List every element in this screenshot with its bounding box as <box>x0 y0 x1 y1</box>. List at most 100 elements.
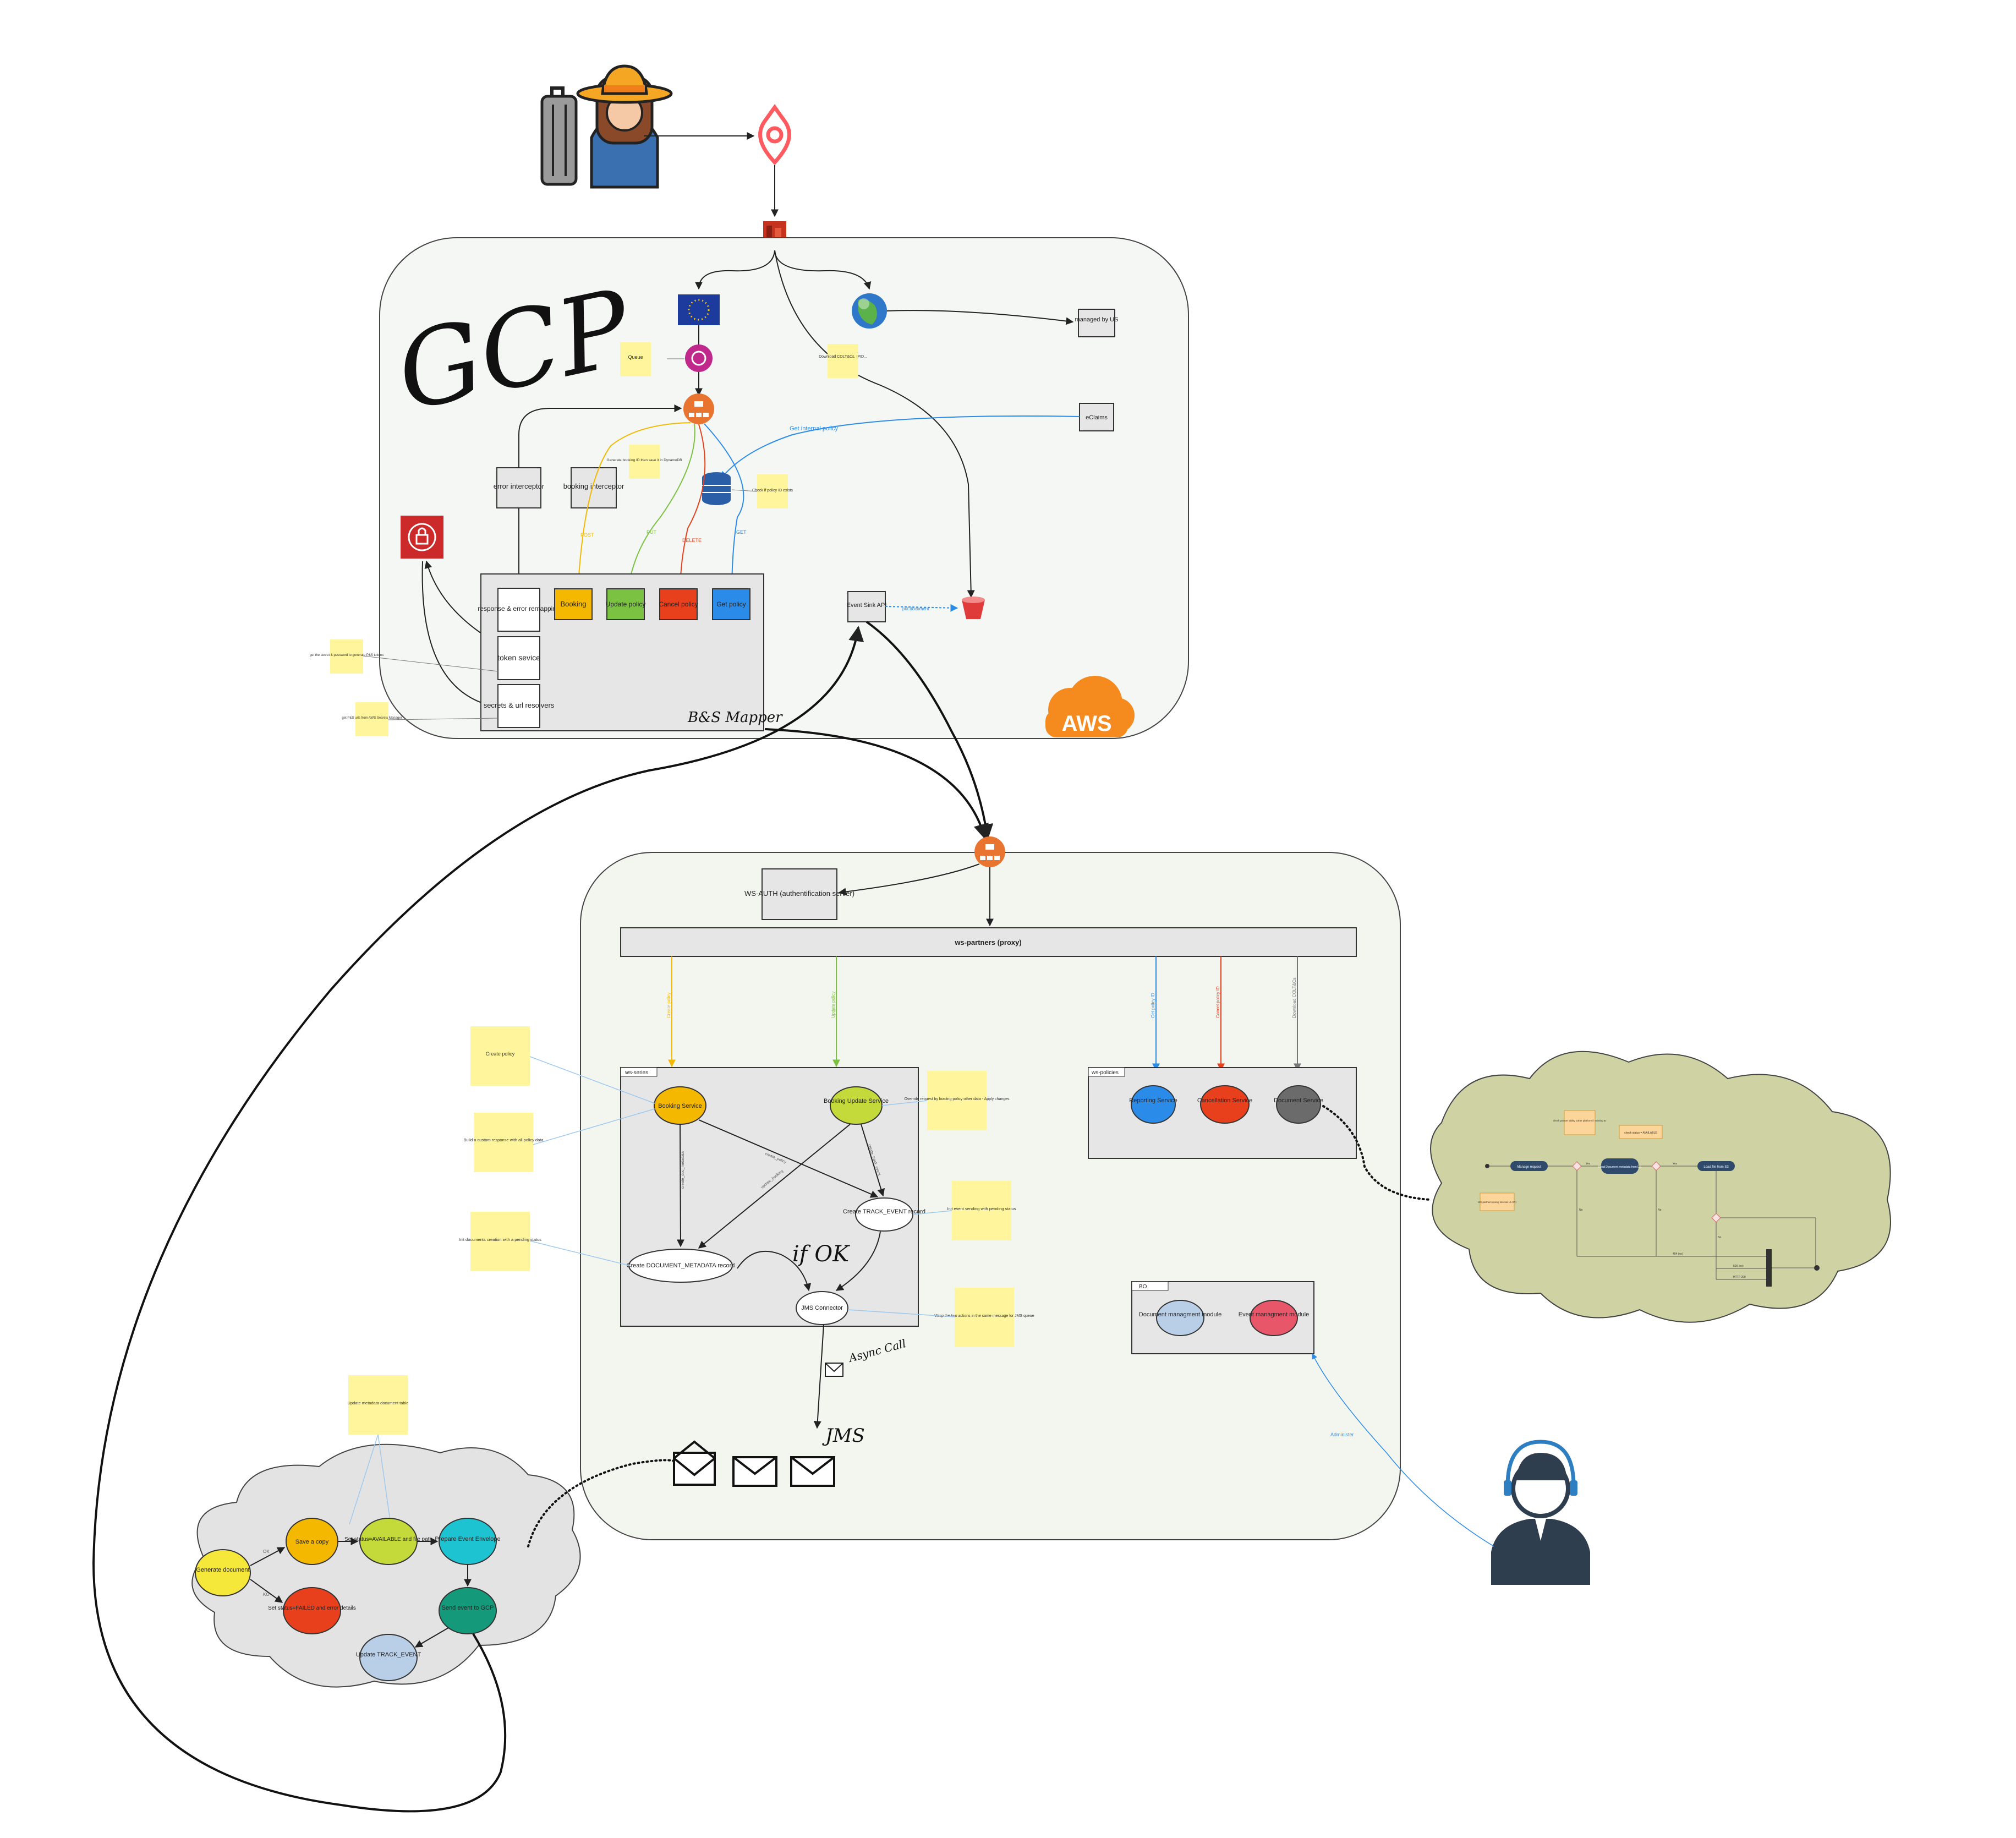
sticky-init-event <box>952 1181 1011 1240</box>
cancellation-service-node[interactable] <box>1200 1085 1250 1124</box>
sticky-init-documents-text: Init documents creation with a pending s… <box>459 1237 541 1242</box>
secrets-resolvers-box[interactable] <box>497 684 540 728</box>
generate-document-label: Generate document <box>196 1567 249 1573</box>
partner-load-balancer-icon[interactable] <box>974 836 1005 867</box>
booking-interceptor-box[interactable] <box>571 467 617 508</box>
eclaims-box[interactable] <box>1079 403 1114 431</box>
set-failed-node[interactable] <box>283 1587 341 1634</box>
sticky-override-request <box>927 1071 987 1130</box>
jms-queue-envelopes <box>673 1440 835 1487</box>
response-remapping-box[interactable] <box>497 588 540 632</box>
read-document-label: Read Document metadata from DB <box>1598 1166 1642 1169</box>
sticky-create-policy-text: Create policy <box>486 1051 515 1057</box>
right-cloud <box>1430 1051 1891 1323</box>
mapper-title: B&S Mapper <box>687 709 783 726</box>
manage-request-label: Manage request <box>1517 1166 1541 1169</box>
no-label-3: No <box>1718 1236 1722 1239</box>
sticky-check-policy <box>757 474 788 508</box>
note-check-status-text: check status = AVAILABLE <box>1624 1131 1657 1135</box>
send-event-node[interactable] <box>439 1587 497 1634</box>
get-policy-function[interactable] <box>712 588 750 620</box>
create-doc-meta-label: Create DOCUMENT_METADATA record <box>627 1262 735 1269</box>
update-track-node[interactable] <box>359 1634 418 1681</box>
reporting-service-label: Reporting Service <box>1129 1097 1177 1104</box>
create-track-label: Create TRACK_EVENT record <box>843 1208 925 1215</box>
edge-document-label: Download COLT&Cs <box>1292 977 1297 1018</box>
read-document-node[interactable] <box>1601 1158 1639 1174</box>
sticky-wrap-actions <box>955 1288 1014 1347</box>
note-check-status <box>1619 1125 1663 1139</box>
reporting-service-node[interactable] <box>1131 1085 1176 1124</box>
note-ws-partners <box>1480 1192 1515 1211</box>
update-policy-function[interactable] <box>606 588 645 620</box>
bo-label: BO <box>1139 1284 1147 1290</box>
edge-cancel-label: Cancel policy ID <box>1215 986 1220 1018</box>
airbnb-icon[interactable] <box>758 104 791 166</box>
eclaims-label: eClaims <box>1086 414 1108 421</box>
load-balancer-icon[interactable] <box>683 393 714 424</box>
sticky-init-documents <box>470 1212 530 1271</box>
globe-icon <box>852 293 887 329</box>
sticky-override-request-text: Override request by loading policy other… <box>904 1097 1010 1101</box>
cancel-policy-function-label: Cancel policy <box>659 600 698 608</box>
support-agent-icon <box>1491 1440 1590 1585</box>
envelope-icon <box>825 1363 843 1377</box>
update-policy-function-label: Update policy <box>606 600 646 608</box>
waf-icon[interactable] <box>401 516 443 559</box>
get-internal-policy-label: Get internal policy <box>790 425 839 432</box>
error-500-label: 500 (no) <box>1733 1265 1744 1268</box>
sticky-create-policy <box>470 1026 530 1086</box>
document-module-node[interactable] <box>1156 1300 1204 1336</box>
sticky-queue <box>620 342 651 376</box>
load-file-label: Load file from S3 <box>1703 1166 1729 1169</box>
jms-handwritten-label: JMS <box>822 1425 865 1447</box>
route-get-label: GET <box>736 529 747 535</box>
traveler-icon <box>540 64 673 189</box>
jms-connector-node[interactable] <box>796 1291 848 1325</box>
sticky-get-urls <box>355 702 388 736</box>
manage-request-node[interactable] <box>1510 1161 1548 1171</box>
token-service-box[interactable] <box>497 636 540 680</box>
document-module-label: Document managment module <box>1139 1311 1221 1318</box>
edge-ko-label: KO <box>263 1592 270 1597</box>
generate-document-node[interactable] <box>195 1549 251 1596</box>
sticky-check-policy-text: Check if policy ID exists <box>752 489 793 493</box>
administer-label: Administer <box>1330 1432 1354 1437</box>
set-available-label: Set status=AVAILABLE and file path <box>344 1536 432 1542</box>
load-file-node[interactable] <box>1697 1161 1735 1171</box>
document-service-node[interactable] <box>1276 1085 1321 1124</box>
edge-update-label: Update policy <box>831 992 836 1018</box>
eu-flag-icon <box>678 294 720 325</box>
edge-create-doc-label: create_doc_metadata <box>681 1151 685 1189</box>
note-check-partner-text: check partner ability (other platform) /… <box>1553 1119 1607 1122</box>
booking-update-service-node[interactable] <box>830 1086 883 1125</box>
s3-bucket-icon <box>962 597 985 619</box>
error-interceptor-box[interactable] <box>496 467 541 508</box>
save-copy-label: Save a copy <box>295 1539 329 1545</box>
secrets-resolvers-label: secrets & url resolvers <box>484 701 555 709</box>
route-delete-label: DELETE <box>682 538 702 543</box>
booking-function[interactable] <box>554 588 593 620</box>
get-policy-function-label: Get policy <box>716 600 746 608</box>
error-interceptor-label: error interceptor <box>494 482 545 490</box>
booking-function-label: Booking <box>561 600 587 608</box>
ws-auth-label: WS-AUTH (authentification server) <box>744 889 854 898</box>
ws-auth-box[interactable] <box>762 868 837 920</box>
cancel-policy-function[interactable] <box>659 588 698 620</box>
proxy-bar[interactable] <box>620 927 1357 957</box>
sticky-update-metadata <box>348 1375 408 1435</box>
yes-label-1: Yes <box>1586 1162 1591 1166</box>
booking-interceptor-label: booking interceptor <box>563 482 624 490</box>
send-event-label: Send event to GCP <box>442 1605 494 1611</box>
kafka-icon[interactable] <box>685 344 713 372</box>
jms-connector-label: JMS Connector <box>801 1305 843 1311</box>
event-module-label: Event managment module <box>1239 1311 1309 1318</box>
sticky-get-secrets-text: get the secret & password to generate P&… <box>310 654 384 657</box>
event-edge-label: put document <box>902 606 929 611</box>
sticky-build-response <box>474 1113 533 1172</box>
sticky-download-text: Download COLT&Cs, IPID... <box>819 355 867 359</box>
event-module-node[interactable] <box>1250 1300 1298 1336</box>
token-service-label: token sevice <box>497 653 540 662</box>
update-track-label: Update TRACK_EVENT <box>356 1651 421 1658</box>
